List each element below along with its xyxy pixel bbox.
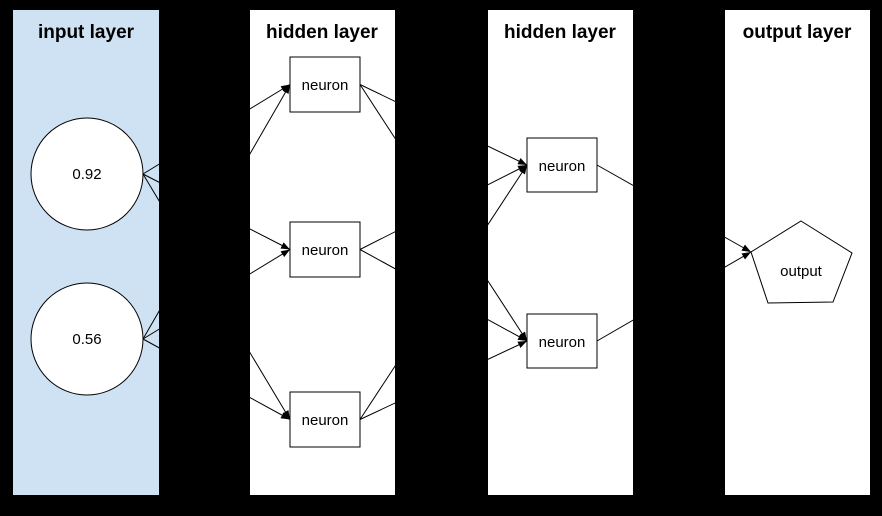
edge-hidden2-0-to-output-0 [596, 164, 752, 253]
hidden2-node-0-rect [526, 137, 598, 193]
hidden2-node-1-rect [526, 313, 598, 369]
hidden1-node-1-rect [289, 221, 361, 278]
hidden1-node-0-label: neuron [302, 77, 349, 94]
edge-hidden1-2-to-hidden2-1 [359, 340, 528, 420]
hidden1-node-2-rect [289, 391, 361, 448]
edge-hidden1-1-to-hidden2-0 [359, 164, 528, 250]
edge-hidden1-1-to-hidden2-1 [359, 249, 528, 342]
hidden1-node-2-label: neuron [302, 412, 349, 429]
edge-input-1-to-hidden1-0 [142, 84, 291, 340]
edge-input-1-to-hidden1-1 [142, 249, 291, 340]
edge-hidden2-1-to-output-0 [596, 251, 752, 342]
hidden1-node-1-label: neuron [302, 242, 349, 259]
edge-input-0-to-hidden1-2 [142, 173, 291, 420]
hidden2-node-1-label: neuron [539, 334, 586, 351]
hidden1-node-0-rect [289, 56, 361, 113]
panel-hidden-layer-2 [488, 10, 633, 495]
input-node-0-circle [30, 117, 144, 231]
labels-layer: input layer hidden layer hidden layer ou… [38, 22, 852, 429]
edge-input-1-to-hidden1-2 [142, 338, 291, 420]
output-node-label: output [780, 263, 823, 280]
input-node-1-label: 0.56 [72, 331, 101, 348]
layer-panels [13, 10, 870, 495]
connections-layer [142, 84, 752, 420]
input-layer-title: input layer [38, 22, 135, 43]
edge-hidden1-2-to-hidden2-0 [359, 164, 528, 420]
panel-input-layer [13, 10, 159, 495]
input-node-0-label: 0.92 [72, 166, 101, 183]
nodes-layer [30, 56, 853, 448]
edge-hidden1-0-to-hidden2-1 [359, 84, 528, 342]
output-layer-title: output layer [743, 22, 852, 43]
hidden-layer-2-title: hidden layer [504, 22, 617, 43]
input-node-1-circle [30, 282, 144, 396]
hidden2-node-0-label: neuron [539, 158, 586, 175]
edge-hidden1-0-to-hidden2-0 [359, 84, 528, 166]
edge-input-0-to-hidden1-0 [142, 84, 291, 175]
hidden-layer-1-title: hidden layer [266, 22, 379, 43]
output-node-pentagon [750, 220, 853, 304]
